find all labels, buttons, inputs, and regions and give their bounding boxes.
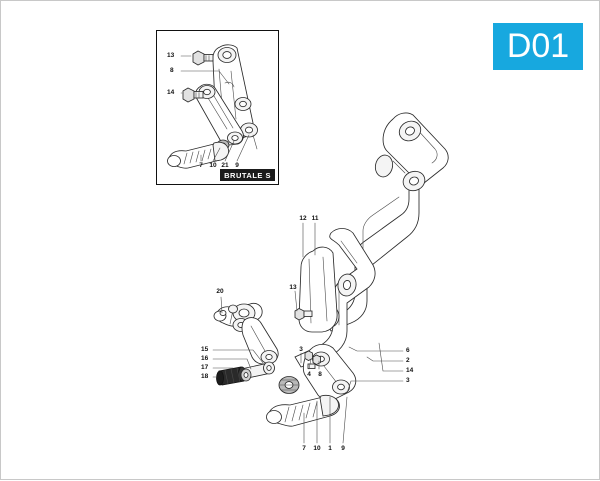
main-callout-12: 12 [299,215,307,222]
inset-detail-panel: 13 8 14 7 10 21 9 BRUTALE S [156,30,279,185]
main-callout-16: 16 [201,355,209,362]
main-callout-11: 11 [311,215,319,222]
main-callout-1: 1 [328,445,332,452]
inset-callout-21: 21 [221,162,229,169]
inset-callout-10: 10 [209,162,217,169]
page-code-badge: D01 [493,23,583,70]
main-callout-4: 4 [307,371,311,378]
inset-model-tag: BRUTALE S [220,169,275,181]
main-callout-2: 2 [406,357,410,364]
main-callout-10: 10 [313,445,321,452]
main-callout-13: 13 [289,284,297,291]
inset-callout-9: 9 [235,162,239,169]
inset-artwork [167,44,258,169]
main-callout-14: 14 [406,367,414,374]
main-callout-15: 15 [201,346,209,353]
inset-callout-7: 7 [199,162,203,169]
inset-callout-13: 13 [167,52,175,59]
main-callout-18: 18 [201,373,209,380]
main-callout-6: 6 [406,347,410,354]
main-callout-17: 17 [201,364,209,371]
main-callout-3-right: 3 [406,377,410,384]
main-callout-3: 3 [299,346,303,353]
inset-callout-8: 8 [170,67,174,74]
main-callout-9: 9 [341,445,345,452]
inset-callout-14: 14 [167,89,175,96]
main-callout-20: 20 [216,288,224,295]
main-callout-8: 8 [318,371,322,378]
main-callout-7: 7 [302,445,306,452]
